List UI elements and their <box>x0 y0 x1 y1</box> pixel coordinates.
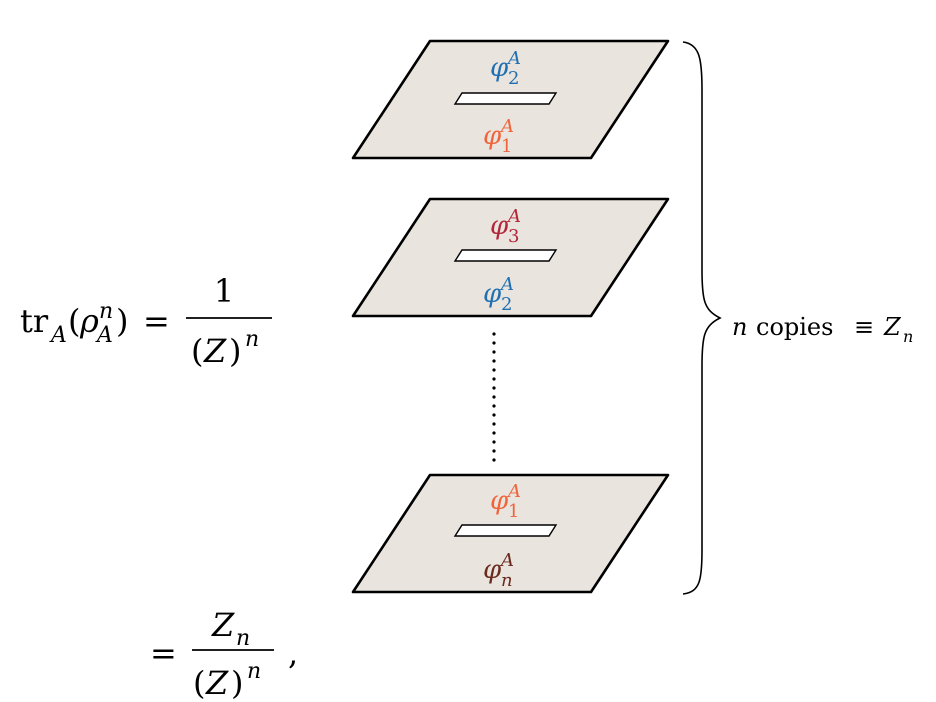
denominator-z: Z <box>203 332 227 370</box>
phi-symbol: φ <box>490 53 509 83</box>
replica-sheet: φ A 2 φ A 1 <box>351 39 670 160</box>
trace-symbol: tr <box>20 302 49 340</box>
phi-subscript: 3 <box>508 226 519 247</box>
fraction-zn-over-z-n: Z n ( Z ) n <box>192 606 274 702</box>
phi-symbol: φ <box>483 279 502 309</box>
field-label-bottom: φ A 2 <box>483 274 514 315</box>
phi-symbol: φ <box>490 211 509 241</box>
rho-superscript: n <box>99 299 113 324</box>
ellipsis-dots <box>492 332 496 462</box>
brace-label-equiv: ≡ <box>854 313 874 341</box>
brace-label: n copies ≡ Z n <box>732 313 913 346</box>
denominator-exponent: n <box>245 327 259 352</box>
field-label-top: φ A 2 <box>490 48 521 89</box>
field-label-bottom: φ A 1 <box>483 116 514 157</box>
replica-sheet: φ A 1 φ A n <box>351 473 670 594</box>
fraction-numerator: 1 <box>214 272 234 310</box>
field-label-bottom: φ A n <box>483 550 514 591</box>
brace-label-copies: copies <box>756 313 833 341</box>
branch-cut <box>453 92 558 105</box>
second-equals-sign: = <box>150 634 177 672</box>
rho-subscript: A <box>95 323 113 348</box>
branch-cut <box>453 524 558 537</box>
second-denominator-close-paren: ) <box>231 664 243 702</box>
phi-superscript: A <box>499 550 514 571</box>
rho-symbol: ρ <box>79 302 99 340</box>
trace-subscript: A <box>49 323 67 348</box>
field-label-top: φ A 1 <box>490 481 521 522</box>
second-denominator-exponent: n <box>247 659 261 684</box>
fraction-one-over-z-n: 1 ( Z ) n <box>186 272 272 370</box>
brace-label-z-subscript: n <box>903 327 913 346</box>
second-numerator-subscript: n <box>236 626 250 651</box>
phi-symbol: φ <box>490 486 509 516</box>
phi-subscript: 2 <box>508 68 519 89</box>
phi-subscript: n <box>501 570 513 591</box>
brace-label-n: n <box>732 313 747 341</box>
second-denominator-open-paren: ( <box>193 664 205 702</box>
second-numerator-z: Z <box>211 606 235 644</box>
trailing-comma: , <box>288 634 298 672</box>
brace-label-z: Z <box>883 313 902 341</box>
phi-symbol: φ <box>483 555 502 585</box>
denominator-close-paren: ) <box>229 332 241 370</box>
denominator-open-paren: ( <box>191 332 203 370</box>
branch-cut <box>453 249 558 262</box>
equals-sign: = <box>143 302 170 340</box>
phi-symbol: φ <box>483 121 502 151</box>
phi-superscript: A <box>499 274 514 295</box>
phi-superscript: A <box>499 116 514 137</box>
curly-brace <box>682 41 722 595</box>
second-denominator-z: Z <box>205 664 229 702</box>
field-label-top: φ A 3 <box>490 206 521 247</box>
phi-subscript: 1 <box>508 501 519 522</box>
phi-superscript: A <box>506 48 521 69</box>
phi-subscript: 2 <box>501 294 512 315</box>
phi-superscript: A <box>506 481 521 502</box>
phi-subscript: 1 <box>501 136 512 157</box>
phi-superscript: A <box>506 206 521 227</box>
replica-sheet: φ A 3 φ A 2 <box>351 197 670 318</box>
close-paren: ) <box>116 302 128 340</box>
open-paren: ( <box>68 302 80 340</box>
equation-lhs: tr A ( ρ n A ) <box>20 299 128 348</box>
